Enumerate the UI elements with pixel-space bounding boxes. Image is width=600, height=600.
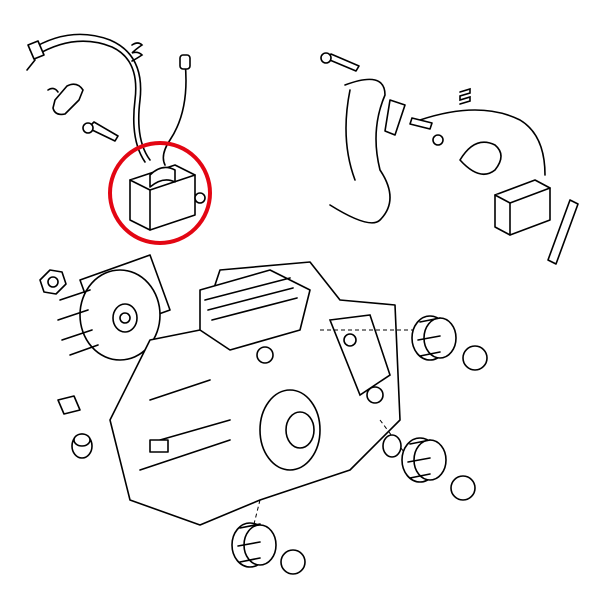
oil-seal bbox=[231, 522, 277, 568]
bearing bbox=[71, 433, 93, 459]
plug bbox=[280, 549, 306, 575]
spark-plug-boot bbox=[459, 141, 502, 176]
oil-seal bbox=[411, 315, 457, 361]
plug bbox=[450, 475, 476, 501]
spark-plug-boot bbox=[47, 83, 84, 116]
oil-seal bbox=[401, 437, 447, 483]
flywheel bbox=[57, 254, 171, 361]
spring bbox=[131, 42, 144, 62]
ignition-module bbox=[129, 164, 206, 231]
short-circuit-wire bbox=[162, 54, 191, 166]
highlight-circle bbox=[108, 141, 212, 245]
crankcase bbox=[109, 261, 401, 526]
ignition-module-alt bbox=[494, 179, 551, 236]
bracket bbox=[547, 199, 579, 265]
spark-plug-lead bbox=[409, 109, 546, 176]
spring bbox=[459, 87, 471, 105]
screw bbox=[320, 52, 360, 72]
spark-plug-lead bbox=[26, 33, 151, 163]
screw bbox=[82, 121, 119, 142]
plug bbox=[462, 345, 488, 371]
short-circuit-wire bbox=[329, 78, 406, 224]
nut bbox=[39, 269, 67, 295]
key bbox=[57, 395, 81, 415]
bearing bbox=[382, 434, 402, 458]
